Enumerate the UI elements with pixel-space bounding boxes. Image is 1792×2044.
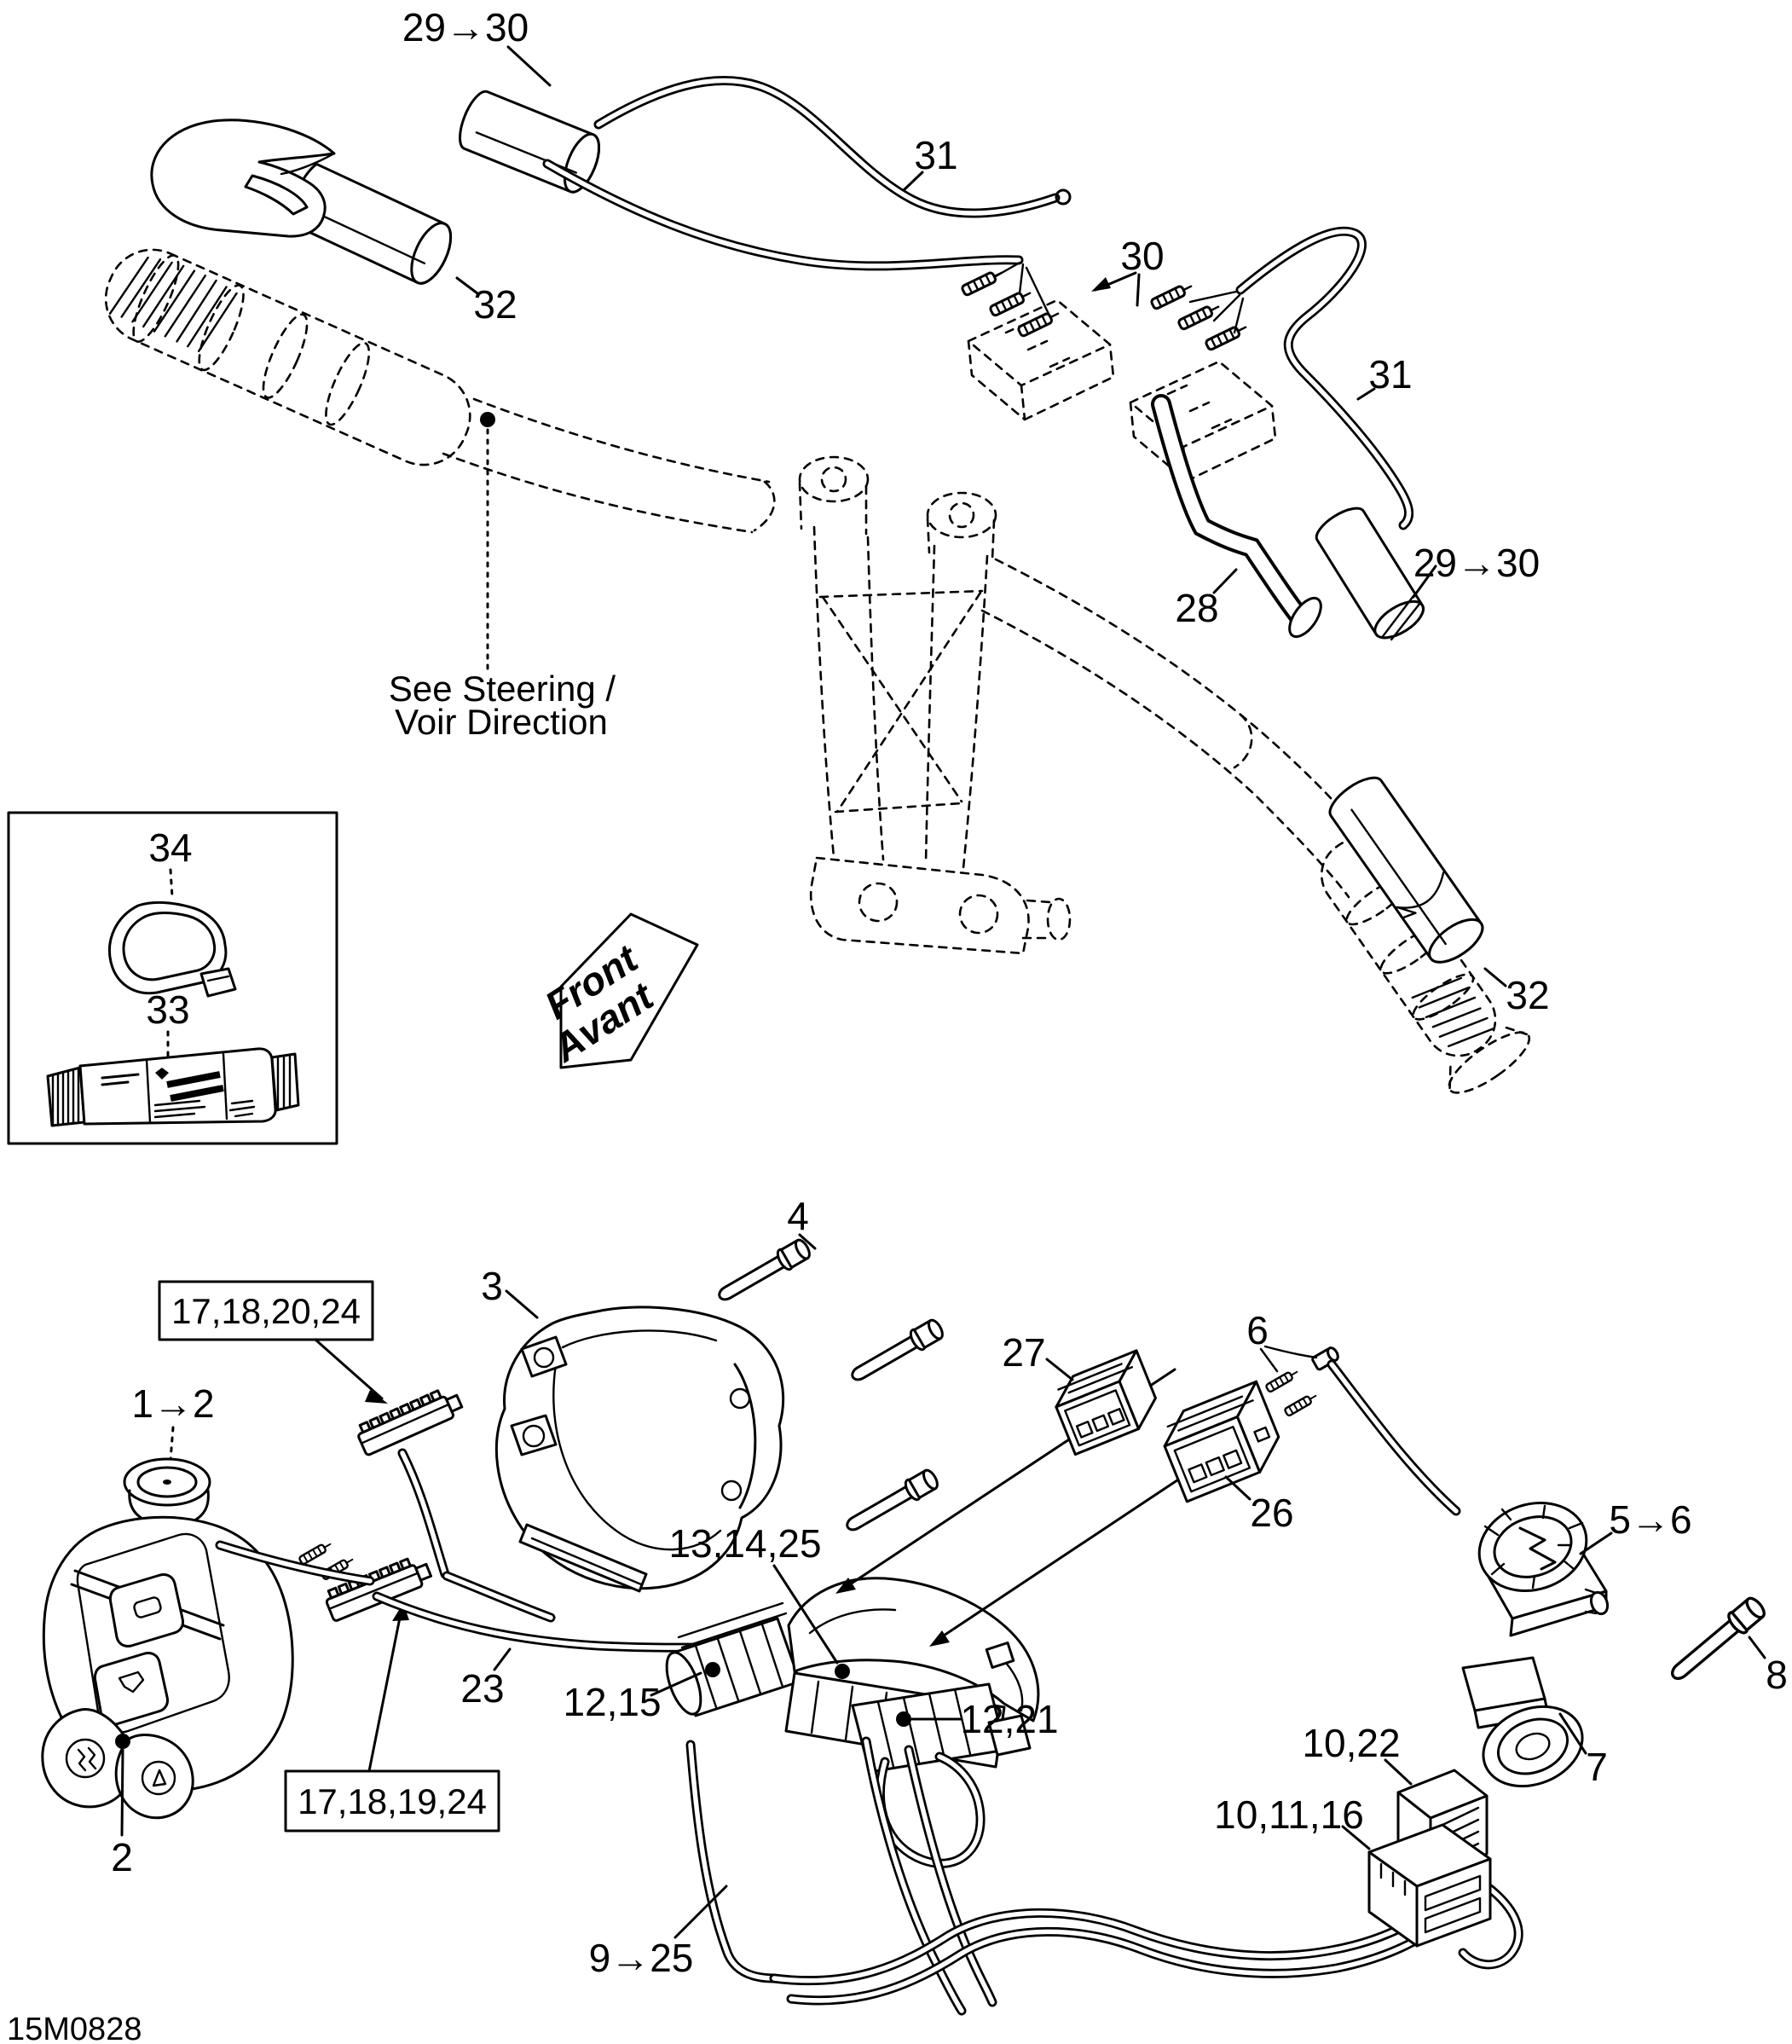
see-steering-note: See Steering / Voir Direction [389, 412, 616, 742]
label-26: 26 [1250, 1491, 1293, 1535]
connector-housing-dashed-1 [967, 298, 1115, 421]
label-29-30-right: 29→30 [1413, 541, 1540, 585]
harness-wire-top: 31 [593, 76, 1072, 218]
callout-27: 27 [1002, 1330, 1074, 1381]
label-32-right: 32 [1506, 973, 1549, 1017]
terminal-pins-6: 6 [1246, 1308, 1339, 1418]
label-9-25: 9→25 [589, 1936, 694, 1980]
label-5-6: 5→6 [1609, 1497, 1691, 1542]
label-31-top: 31 [914, 133, 957, 177]
front-direction-arrow: Front Avant [537, 912, 699, 1071]
dess-post-7: 7 [1461, 1656, 1608, 1789]
callout-30: 30 [1091, 234, 1165, 307]
label-6: 6 [1246, 1308, 1269, 1352]
callout-2: 2 [111, 1748, 133, 1879]
handlebar-dashed-left [442, 397, 776, 534]
label-23: 23 [460, 1666, 504, 1711]
callout-32-left: 32 [455, 276, 517, 327]
label-31-right: 31 [1368, 352, 1412, 397]
label-17-18-20-24: 17,18,20,24 [171, 1291, 361, 1331]
harness-wire-right: 31 [1235, 226, 1414, 530]
label-10-11-16: 10,11,16 [1214, 1792, 1364, 1837]
dess-screw-8: 8 [1664, 1593, 1788, 1697]
steering-riser-dashed [798, 455, 1072, 955]
label-30: 30 [1120, 234, 1164, 278]
grip-heater-sleeve-right: 32 [1328, 776, 1550, 1017]
callout-12-15: 12,15 [563, 1671, 702, 1724]
label-12-15: 12,15 [563, 1680, 661, 1724]
grip-sleeve-right: 29→30 [1315, 507, 1540, 641]
connector-26 [1163, 1380, 1280, 1503]
engine-cutoff-switch: 5→6 [1477, 1497, 1692, 1637]
note-line2: Voir Direction [395, 702, 608, 742]
label-17-18-19-24: 17,18,19,24 [298, 1781, 487, 1821]
handlebar-end-cap [150, 119, 336, 238]
switch-housing-cup-3: 3 [481, 1264, 785, 1593]
label-4: 4 [787, 1194, 809, 1238]
label-28: 28 [1175, 586, 1218, 630]
label-3: 3 [481, 1264, 503, 1308]
label-7: 7 [1586, 1745, 1608, 1789]
clip-34 [108, 900, 237, 998]
label-34: 34 [148, 825, 192, 870]
callout-1-2: 1→2 [131, 1381, 215, 1462]
main-harness-23: 23 [215, 1448, 714, 1711]
harness-bundle: 9→25 [589, 1736, 1468, 2016]
label-32-left: 32 [473, 282, 517, 327]
callout-box-17-18-20-24: 17,18,20,24 [158, 1280, 388, 1404]
label-29-30-top: 29→30 [402, 5, 529, 49]
wire-terminals-right [1149, 280, 1250, 352]
handlebar-tube-28: 28 [1151, 394, 1322, 639]
drawing-number: 15M0828 [7, 2012, 142, 2044]
connector-27 [1055, 1349, 1157, 1456]
note-line1: See Steering / [389, 669, 616, 709]
inset-box: 34 33 [7, 811, 338, 1145]
label-10-22: 10,22 [1302, 1721, 1400, 1765]
screws-4: 4 [713, 1194, 947, 1538]
cutoff-switch-wire [1327, 1359, 1461, 1516]
callout-26: 26 [1224, 1475, 1294, 1535]
callout-12-21: 12,21 [910, 1697, 1059, 1741]
label-12-21: 12,21 [960, 1697, 1058, 1741]
label-33: 33 [146, 987, 189, 1032]
grease-tube-33 [46, 1047, 300, 1127]
multifunction-switch [41, 1457, 294, 1820]
callout-box-17-18-19-24: 17,18,19,24 [284, 1603, 500, 1833]
wire-terminals-left [542, 159, 1062, 339]
label-27: 27 [1002, 1330, 1045, 1375]
connector-10-11-16: 10,11,16 [1214, 1792, 1523, 1970]
label-2: 2 [111, 1835, 133, 1879]
label-8: 8 [1766, 1653, 1788, 1697]
label-1-2: 1→2 [131, 1381, 214, 1426]
callout-13-14-25: 13,14,25 [668, 1521, 839, 1665]
left-grip-dashed [104, 248, 471, 466]
label-13-14-25: 13,14,25 [668, 1521, 821, 1566]
